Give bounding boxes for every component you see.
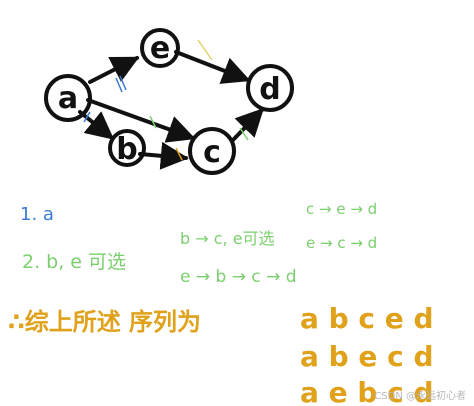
svg-text:b: b: [116, 132, 137, 167]
sequence-1: a b c e d: [300, 302, 434, 335]
node-b: b: [108, 129, 146, 167]
node-e: e: [140, 28, 180, 68]
sequence-2: a b e c d: [300, 340, 434, 373]
node-c: c: [188, 127, 236, 175]
svg-text:a: a: [58, 81, 78, 116]
edge-tick-marks: [83, 39, 249, 161]
note-step1: 1. a: [20, 204, 54, 225]
node-a: a: [44, 74, 92, 122]
note-step2: 2. b, e 可选: [22, 251, 126, 273]
note-seq-b2: e → c → d: [306, 234, 377, 252]
edge-a-b: [78, 110, 115, 140]
watermark: CSDN @永远初心者: [374, 391, 466, 402]
note-branch-b: b → c, e可选: [180, 229, 275, 248]
svg-text:c: c: [203, 135, 221, 170]
edges: [78, 50, 264, 170]
edge-c-d: [231, 107, 264, 142]
edge-b-c: [138, 141, 189, 170]
svg-text:e: e: [150, 31, 170, 66]
svg-text:d: d: [259, 72, 280, 107]
sequence-3: a e b c d: [300, 376, 434, 406]
note-branch-e: e → b → c → d: [180, 267, 297, 287]
edge-e-d: [174, 50, 251, 84]
note-seq-b1: c → e → d: [306, 200, 377, 218]
node-d: d: [246, 64, 294, 112]
edge-a-c: [86, 98, 196, 143]
note-conclusion: ∴综上所述 序列为: [8, 308, 201, 336]
edge-a-e: [88, 56, 140, 84]
